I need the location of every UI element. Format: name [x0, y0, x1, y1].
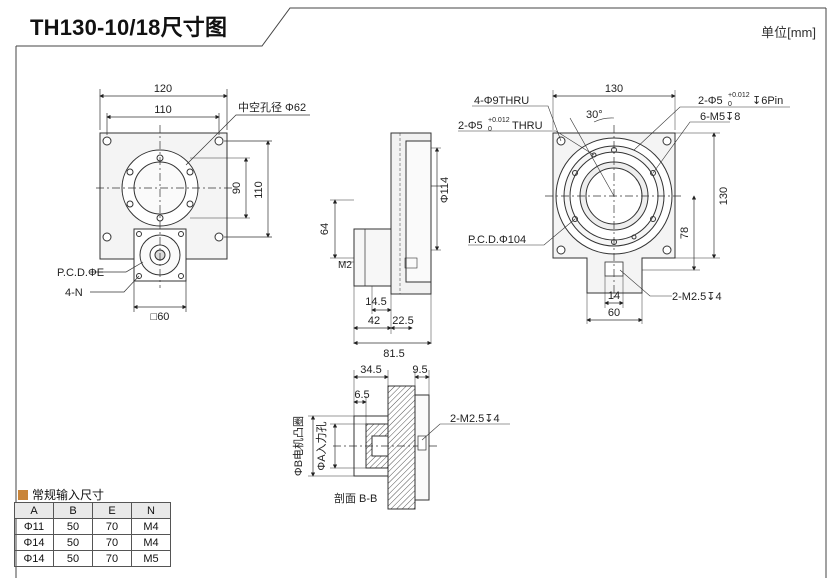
table-cell: Φ14 — [14, 550, 54, 567]
dim-120: 120 — [154, 83, 172, 95]
dim-14: 14 — [608, 290, 620, 302]
dim-14-5: 14.5 — [365, 296, 386, 308]
table-row: Φ14 50 70 M4 — [14, 534, 171, 551]
table-cell: M4 — [131, 518, 171, 535]
pcd-104-label: P.C.D.Φ104 — [468, 234, 526, 246]
thru-pin-tol-top: +0.012 — [488, 117, 510, 124]
thru-suffix: THRU — [512, 120, 543, 132]
table-cell: Φ11 — [14, 518, 54, 535]
motor-boss-label: ΦB电机凸圈 — [291, 416, 305, 476]
table-cell: 70 — [92, 550, 132, 567]
col-header: A — [14, 502, 54, 519]
dim-60: 60 — [608, 307, 620, 319]
thru-pin-base: 2-Φ5 — [458, 120, 483, 132]
table-cell: 70 — [92, 534, 132, 551]
dim-114: Φ114 — [439, 177, 451, 203]
front-view — [90, 89, 310, 312]
table-cell: Φ14 — [14, 534, 54, 551]
table-cell: 50 — [53, 518, 93, 535]
input-hole-label: ΦA入力孔 — [315, 421, 328, 470]
m25-label-right: 2-M2.5↧4 — [672, 291, 722, 303]
dim-110-top: 110 — [154, 104, 172, 116]
dim-34-5: 34.5 — [360, 364, 381, 376]
dim-81-5: 81.5 — [383, 348, 404, 360]
dim-78: 78 — [679, 227, 691, 239]
pin-tol-bot: 0 — [728, 101, 732, 108]
holes-4n-label: 4-N — [65, 287, 83, 299]
dim-90: 90 — [231, 182, 243, 194]
side-motor-block — [353, 228, 392, 287]
section-flange — [387, 385, 416, 510]
pin-tol-top: +0.012 — [728, 92, 750, 99]
m25-label-section: 2-M2.5↧4 — [450, 413, 500, 425]
pin-holes-label: 2-Φ5 — [698, 95, 723, 107]
col-header: E — [92, 502, 132, 519]
unit-label: 单位[mm] — [761, 25, 816, 40]
dim-110-side: 110 — [253, 181, 265, 199]
table-cell: 70 — [92, 518, 132, 535]
dim-42: 42 — [368, 315, 380, 327]
hollow-bore-label: 中空孔径 Φ62 — [238, 100, 306, 114]
table-cell: 50 — [53, 550, 93, 567]
dim-9-5: 9.5 — [412, 364, 427, 376]
side-m-mark: M2 — [338, 260, 352, 271]
spec-table-title-text: 常规输入尺寸 — [32, 488, 105, 502]
spec-table: A B E N Φ11 50 70 M4 Φ14 50 70 M4 Φ14 50… — [14, 502, 171, 567]
right-view — [458, 90, 790, 324]
thru-holes-label: 4-Φ9THRU — [474, 95, 529, 107]
table-header-row: A B E N — [14, 502, 171, 519]
table-title-marker — [18, 489, 28, 500]
section-view — [308, 370, 510, 510]
table-cell: 50 — [53, 534, 93, 551]
thru-pin-tol-bot: 0 — [488, 126, 492, 133]
col-header: N — [131, 502, 171, 519]
table-row: Φ11 50 70 M4 — [14, 518, 171, 535]
angle-30: 30° — [586, 109, 603, 121]
table-row: Φ14 50 70 M5 — [14, 550, 171, 567]
dim-130-top: 130 — [605, 83, 623, 95]
dim-64: 64 — [319, 223, 331, 235]
thru-pin-label: 2-Φ5 — [458, 120, 483, 132]
dim-6-5: 6.5 — [354, 389, 369, 401]
dim-130-side: 130 — [718, 187, 730, 205]
spec-table-title: 常规输入尺寸 — [18, 486, 104, 503]
dim-22-5: 22.5 — [392, 315, 413, 327]
pin-depth: ↧6Pin — [752, 95, 783, 107]
dim-square-60: □60 — [151, 311, 170, 323]
side-view — [330, 132, 441, 346]
header-rule — [15, 7, 827, 578]
pcd-e-label: P.C.D.ΦE — [57, 267, 104, 279]
col-header: B — [53, 502, 93, 519]
table-cell: M5 — [131, 550, 171, 567]
table-cell: M4 — [131, 534, 171, 551]
section-bb-label: 剖面 B-B — [334, 491, 377, 505]
m5-label: 6-M5↧8 — [700, 111, 740, 123]
page-title: TH130-10/18尺寸图 — [30, 15, 228, 40]
